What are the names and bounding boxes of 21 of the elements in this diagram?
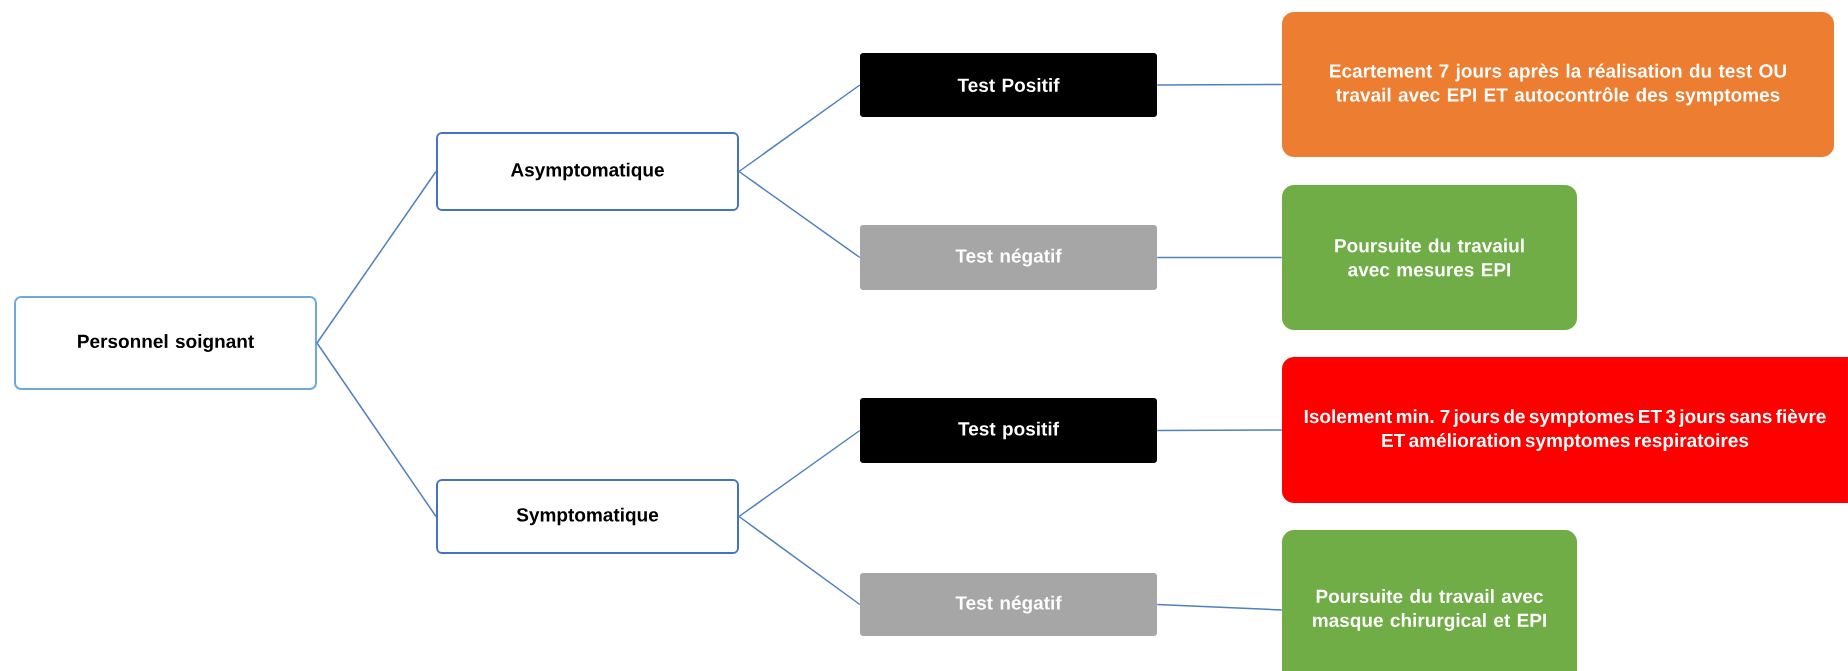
result-box: Test négatif <box>860 573 1157 636</box>
connector-line <box>1156 256 1283 259</box>
action-box: Ecartement 7 jours après la réalisation du test OU travail avec EPI ET autocontrôle des symptomes <box>1282 12 1834 157</box>
connector-line <box>738 84 861 173</box>
result-box: Test positif <box>860 398 1157 463</box>
action-box: Poursuite du travail avec masque chirurgical et EPI <box>1282 530 1577 671</box>
action-box: Isolement min. 7 jours de symptomes ET 3 jours sans fièvre ET amélioration symptomes respiratoires <box>1282 357 1848 503</box>
connector-line <box>738 170 861 259</box>
connector-line <box>738 515 861 606</box>
category-box: Symptomatique <box>436 479 739 554</box>
connector-line <box>1156 83 1283 86</box>
connector-line <box>738 429 861 518</box>
connector-line <box>1156 429 1283 432</box>
connector-line <box>1156 603 1283 611</box>
connector-line <box>316 170 437 344</box>
result-box: Test Positif <box>860 53 1157 117</box>
category-box: Asymptomatique <box>436 132 739 211</box>
connector-line <box>316 342 437 518</box>
category-box: Personnel soignant <box>14 296 317 390</box>
action-box: Poursuite du travaiul avec mesures EPI <box>1282 185 1577 330</box>
result-box: Test négatif <box>860 225 1157 290</box>
